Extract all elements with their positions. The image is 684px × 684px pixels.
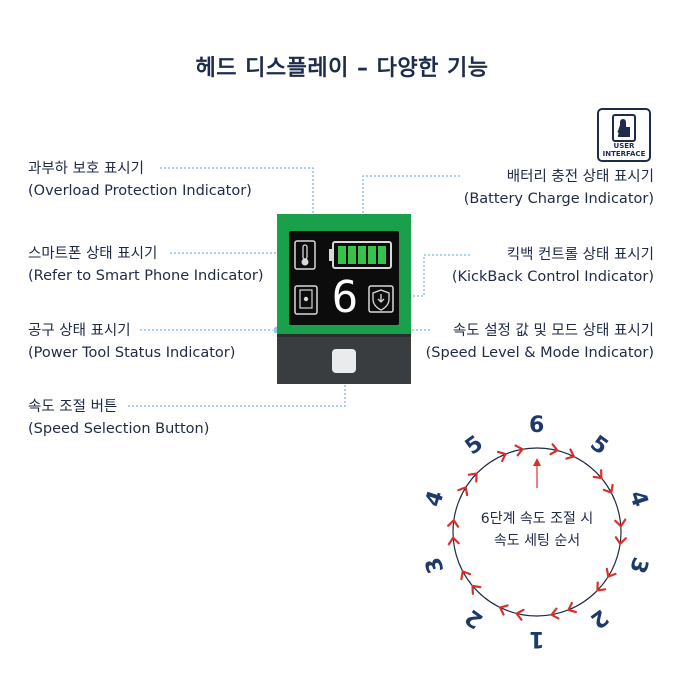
overload-label-ko: 과부하 보호 표시기 — [28, 161, 144, 177]
speed-button-label: 속도 조절 버튼 (Speed Selection Button) — [28, 396, 209, 440]
cycle-arrow-chevron — [565, 448, 576, 460]
battery-label-en: (Battery Charge Indicator) — [463, 191, 654, 207]
power-tool-label-ko: 공구 상태 표시기 — [28, 323, 131, 339]
display-bezel: 6 — [277, 214, 411, 334]
cycle-center-text: 6단계 속도 조절 시 속도 세팅 순서 — [452, 508, 622, 552]
battery-label: 배터리 충전 상태 표시기 (Battery Charge Indicator) — [464, 166, 654, 210]
battery-label-ko: 배터리 충전 상태 표시기 — [506, 169, 654, 185]
speed-button-label-en: (Speed Selection Button) — [28, 421, 210, 437]
speed-level-label-ko: 속도 설정 값 및 모드 상태 표시기 — [452, 323, 654, 339]
cycle-center-line1: 6단계 속도 조절 시 — [480, 511, 594, 527]
speed-button-label-ko: 속도 조절 버튼 — [28, 399, 118, 415]
cycle-arrow-chevron — [596, 581, 607, 592]
speed-selection-button[interactable] — [332, 349, 356, 373]
cycle-arrow-chevron — [498, 604, 509, 616]
power-tool-label: 공구 상태 표시기 (Power Tool Status Indicator) — [28, 320, 235, 364]
speed-digit: 6 — [331, 272, 359, 323]
display-graphics — [294, 240, 394, 315]
cycle-arrow-chevron — [460, 570, 472, 581]
smartphone-label-ko: 스마트폰 상태 표시기 — [28, 246, 158, 262]
thermometer-icon — [294, 240, 316, 270]
cycle-arrow-chevron — [457, 486, 469, 497]
cycle-number: 6 — [529, 413, 545, 438]
cycle-arrow-chevron — [467, 472, 478, 483]
speed-level-label-en: (Speed Level & Mode Indicator) — [425, 345, 654, 361]
cycle-arrow-chevron — [496, 450, 507, 463]
smartphone-icon — [294, 285, 318, 315]
overload-label-en: (Overload Protection Indicator) — [28, 183, 252, 199]
overload-label: 과부하 보호 표시기 (Overload Protection Indicato… — [28, 158, 252, 202]
kickback-label-en: (KickBack Control Indicator) — [451, 269, 654, 285]
cycle-center-line2: 속도 세팅 순서 — [493, 533, 581, 549]
user-interface-badge: USER INTERFACE — [597, 108, 651, 162]
cycle-arrow-chevron — [515, 608, 525, 621]
cycle-arrow-chevron — [471, 584, 482, 595]
kickback-label: 킥백 컨트롤 상태 표시기 (KickBack Control Indicato… — [452, 244, 654, 288]
badge-line1: USER — [613, 142, 635, 150]
smartphone-label: 스마트폰 상태 표시기 (Refer to Smart Phone Indica… — [28, 243, 264, 287]
cycle-arrow-chevron — [549, 443, 559, 456]
power-tool-label-en: (Power Tool Status Indicator) — [28, 345, 236, 361]
cycle-number: 1 — [529, 626, 545, 651]
hand-touch-icon — [612, 114, 636, 142]
cycle-arrow-chevron — [447, 536, 460, 546]
kickback-label-ko: 킥백 컨트롤 상태 표시기 — [506, 247, 654, 263]
battery-icon — [329, 241, 392, 269]
cycle-arrow-chevron — [567, 601, 578, 614]
cycle-arrow-chevron — [614, 518, 627, 528]
page-title: 헤드 디스플레이 – 다양한 기능 — [195, 56, 489, 81]
smartphone-label-en: (Refer to Smart Phone Indicator) — [28, 268, 264, 284]
device-base — [277, 334, 411, 384]
cycle-arrow-chevron — [550, 607, 560, 620]
cycle-arrow-chevron — [602, 483, 614, 494]
kickback-shield-icon — [368, 285, 394, 313]
speed-level-label: 속도 설정 값 및 모드 상태 표시기 (Speed Level & Mode … — [426, 320, 654, 364]
cycle-arrow-chevron — [447, 519, 460, 528]
head-display-device: 6 — [277, 214, 411, 384]
display-screen: 6 — [289, 231, 399, 325]
badge-line2: INTERFACE — [602, 150, 646, 158]
cycle-arrow-chevron — [614, 536, 627, 545]
cycle-arrow-chevron — [605, 567, 617, 578]
cycle-arrow-chevron — [592, 469, 603, 480]
cycle-arrow-chevron — [514, 444, 524, 457]
